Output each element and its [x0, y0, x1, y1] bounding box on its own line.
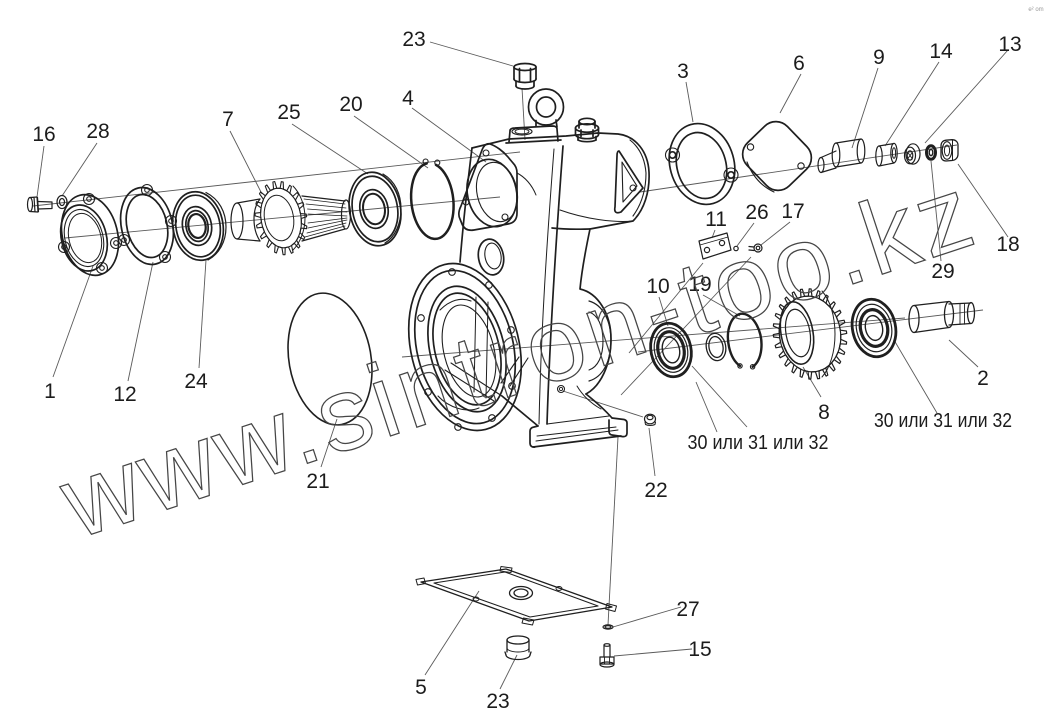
svg-text:16: 16	[32, 123, 55, 146]
svg-text:30 или 31 или 32: 30 или 31 или 32	[688, 432, 829, 454]
svg-text:20: 20	[339, 93, 362, 116]
svg-text:10: 10	[646, 275, 669, 298]
svg-text:1: 1	[44, 380, 56, 403]
svg-text:4: 4	[402, 87, 414, 110]
svg-text:27: 27	[676, 598, 699, 621]
svg-text:14: 14	[929, 40, 953, 63]
svg-text:25: 25	[277, 101, 300, 124]
svg-text:22: 22	[644, 479, 667, 502]
svg-text:21: 21	[306, 470, 329, 493]
svg-text:e² om: e² om	[1028, 7, 1043, 13]
svg-text:17: 17	[781, 200, 804, 223]
svg-text:8: 8	[818, 401, 830, 424]
svg-text:18: 18	[996, 233, 1019, 256]
svg-text:5: 5	[415, 676, 427, 699]
svg-text:19: 19	[688, 273, 711, 296]
svg-text:28: 28	[86, 120, 109, 143]
svg-text:7: 7	[222, 108, 234, 131]
svg-text:23: 23	[402, 28, 425, 51]
svg-text:23: 23	[486, 690, 509, 713]
svg-text:26: 26	[745, 201, 768, 224]
svg-text:30 или 31 или 32: 30 или 31 или 32	[874, 410, 1012, 432]
svg-text:11: 11	[705, 208, 727, 231]
svg-text:3: 3	[677, 60, 689, 83]
svg-text:15: 15	[688, 638, 711, 661]
svg-text:2: 2	[977, 367, 989, 390]
svg-text:13: 13	[998, 33, 1021, 56]
svg-text:12: 12	[113, 383, 136, 406]
svg-text:9: 9	[873, 46, 885, 69]
svg-text:29: 29	[931, 260, 954, 283]
svg-text:24: 24	[184, 370, 208, 393]
svg-text:6: 6	[793, 52, 805, 75]
